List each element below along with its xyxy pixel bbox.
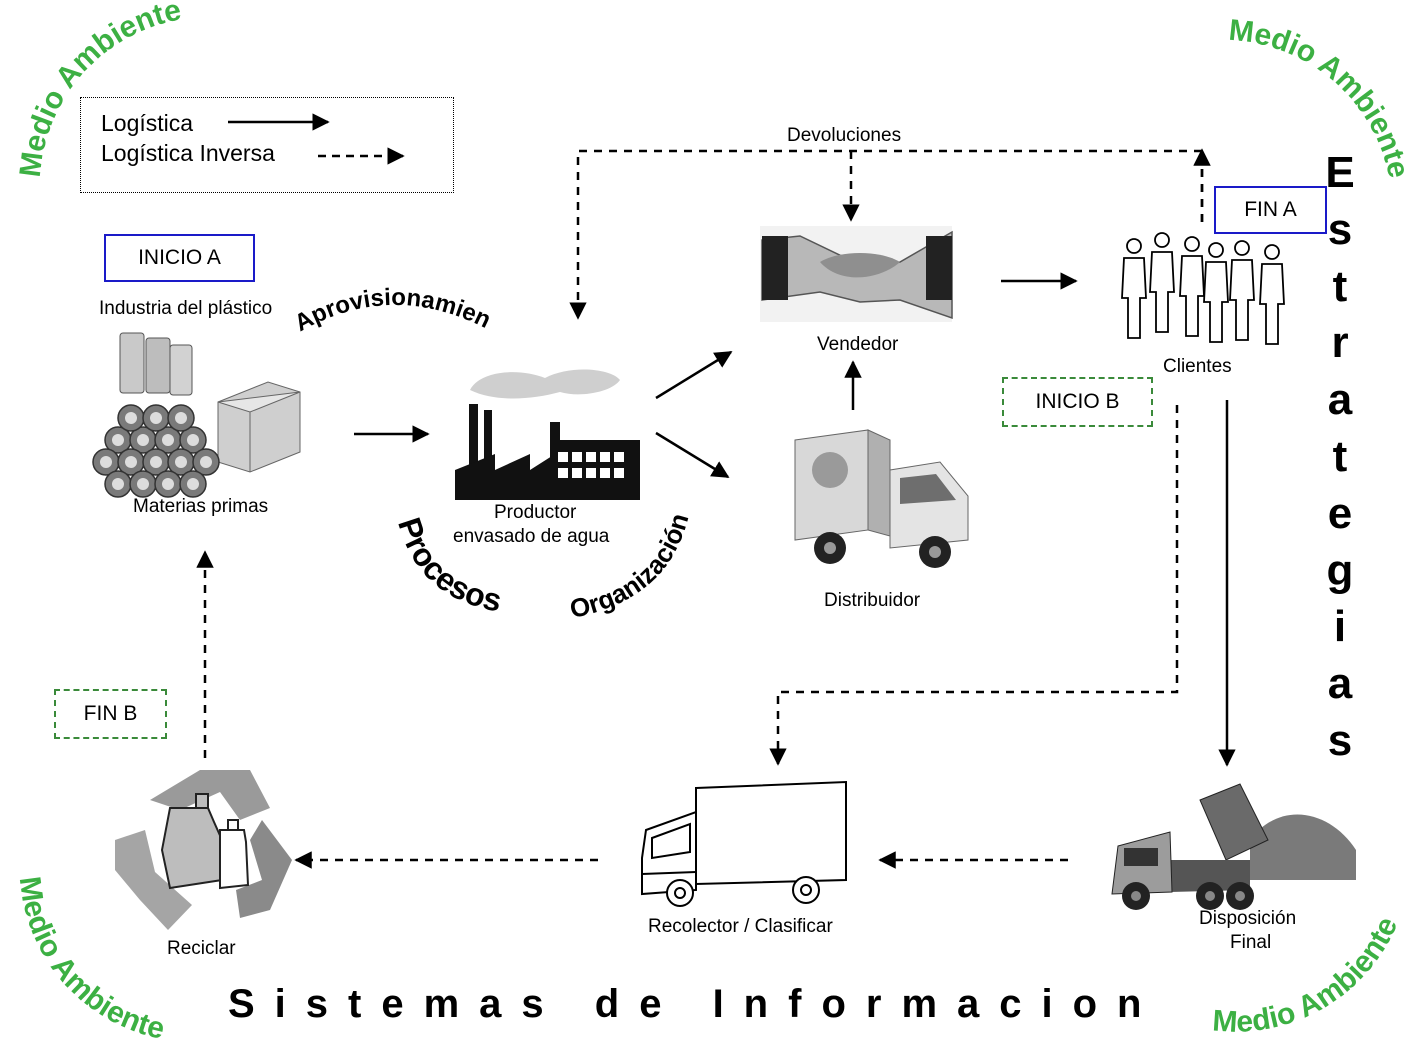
estrategias-letter: t: [1332, 261, 1348, 311]
estrategias-letter: g: [1326, 545, 1354, 595]
reciclar-image: [115, 770, 292, 930]
productor-label: Productor: [494, 502, 577, 523]
devoluciones-label: Devoluciones: [787, 125, 902, 146]
distribuidor-label: Distribuidor: [824, 590, 921, 611]
productor-sub-label: envasado de agua: [453, 526, 610, 547]
estrategias-letter: r: [1331, 318, 1349, 368]
legend-logistica-label: Logística: [101, 110, 194, 136]
sistemas-de-informacion-title: Sistemas de Informacion: [228, 982, 1162, 1026]
arrow-productor-to-vendedor: [655, 350, 733, 400]
estrategias-letter: E: [1325, 148, 1355, 197]
arrow-clientes-to-recolector: [769, 405, 1179, 766]
industria-label: Industria del plástico: [99, 298, 273, 319]
materias-primas-image: [92, 332, 301, 498]
clientes-label: Clientes: [1163, 356, 1232, 377]
distribuidor-truck-image: [794, 429, 969, 568]
estrategias-letter: t: [1332, 431, 1348, 481]
fin-a-box: FIN A: [1214, 186, 1327, 234]
recolector-truck-image: [641, 780, 847, 907]
fin-b-box: FIN B: [54, 689, 167, 739]
legend-logistica-inversa-label: Logística Inversa: [101, 140, 275, 166]
disposicion-final-label: Final: [1230, 932, 1272, 953]
factory-image: [455, 369, 640, 500]
inicio-b-box: INICIO B: [1002, 377, 1153, 427]
inicio-a-box: INICIO A: [104, 234, 255, 282]
legend: Logística Logística Inversa: [80, 97, 454, 193]
handshake-image: [760, 226, 953, 322]
estrategias-letter: s: [1327, 715, 1353, 765]
estrategias-letter: s: [1327, 204, 1353, 254]
clientes-image: [1121, 232, 1285, 345]
disposicion-truck-image: [1111, 783, 1356, 910]
disposicion-label: Disposición: [1199, 908, 1297, 929]
arrow-productor-to-distribuidor: [655, 431, 730, 479]
estrategias-letter: a: [1327, 659, 1353, 709]
recolector-label: Recolector / Clasificar: [648, 916, 833, 937]
vendedor-label: Vendedor: [817, 334, 899, 355]
reciclar-label: Reciclar: [167, 938, 236, 959]
materias-primas-label: Materias primas: [133, 496, 269, 517]
estrategias-letter: e: [1327, 488, 1353, 538]
estrategias-letter: i: [1333, 602, 1347, 652]
estrategias-letter: a: [1327, 375, 1353, 425]
